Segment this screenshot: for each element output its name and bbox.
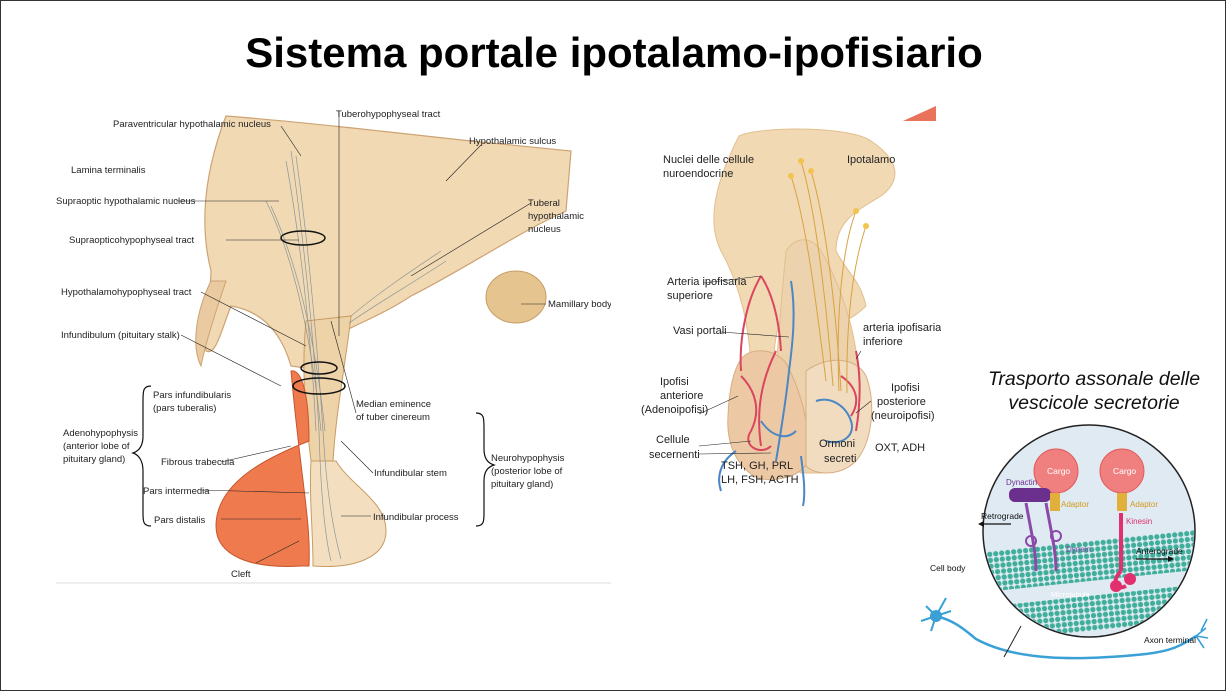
label-axon-terminal: Axon terminal [1144, 635, 1196, 645]
label-median-eminence-2: of tuber cinereum [356, 412, 430, 423]
label-nuclei-1: Nuclei delle cellule [663, 154, 754, 166]
label-ipotalamo: Ipotalamo [847, 154, 895, 166]
label-adenohypophysis-2: (anterior lobe of [63, 441, 130, 452]
label-hormones-1: TSH, GH, PRL [721, 460, 793, 472]
hypothalamus-tissue [205, 116, 571, 371]
label-mamillary: Mamillary body [548, 299, 611, 310]
label-arteria-sup-2: superiore [667, 290, 713, 302]
label-infundibular-stem: Infundibular stem [374, 468, 447, 479]
label-ipofisi-post-2: posteriore [877, 396, 926, 408]
label-adenohypophysis-3: pituitary gland) [63, 454, 125, 465]
label-infundibulum: Infundibulum (pituitary stalk) [61, 330, 180, 341]
label-cellule-1: Cellule [656, 434, 690, 446]
label-ormoni-2: secreti [824, 453, 856, 465]
label-ipofisi-post-1: Ipofisi [891, 382, 920, 394]
label-kinesin: Kinesin [1126, 517, 1152, 526]
mamillary-body [486, 271, 546, 323]
label-pars-distalis: Pars distalis [154, 515, 205, 526]
label-adaptor-left: Adaptor [1061, 500, 1089, 509]
label-paraventricular: Paraventricular hypothalamic nucleus [113, 119, 271, 130]
label-supraopticohypophyseal: Supraopticohypophyseal tract [69, 235, 195, 246]
label-vasi-portali: Vasi portali [673, 325, 727, 337]
label-adaptor-right: Adaptor [1130, 500, 1158, 509]
label-hormones-2: LH, FSH, ACTH [721, 474, 799, 486]
label-cellule-2: secernenti [649, 449, 700, 461]
axonal-transport-diagram: Cargo Cargo Dynactin Adaptor Adaptor Kin… [916, 421, 1221, 691]
label-retrograde: Retrograde [981, 511, 1024, 521]
label-adenohypophysis-1: Adenohypophysis [63, 428, 138, 439]
pituitary-anatomy-diagram: Paraventricular hypothalamic nucleus Tub… [51, 101, 611, 591]
label-nuclei-2: nuroendocrine [663, 168, 733, 180]
label-cargo-right: Cargo [1113, 466, 1136, 476]
label-fibrous-trabecula: Fibrous trabecula [161, 457, 235, 468]
label-tuberal-1: Tuberal [528, 198, 560, 209]
label-ipofisi-ant-3: (Adenoipofisi) [641, 404, 708, 416]
label-pars-infundibularis-1: Pars infundibularis [153, 390, 231, 401]
label-tuberal-3: nucleus [528, 224, 561, 235]
label-cargo-left: Cargo [1047, 466, 1070, 476]
label-lamina-terminalis: Lamina terminalis [71, 165, 146, 176]
label-arteria-sup-1: Arteria ipofisaria [667, 276, 747, 288]
label-tuberal-2: hypothalamic [528, 211, 584, 222]
portal-system-diagram: Nuclei delle cellule nuroendocrine Ipota… [611, 101, 941, 541]
label-dynactin: Dynactin [1006, 478, 1037, 487]
label-supraoptic-nucleus: Supraoptic hypothalamic nucleus [56, 196, 196, 207]
label-pars-intermedia: Pars intermedia [143, 486, 210, 497]
axonal-transport-caption: Trasporto assonale delle vescicole secre… [961, 367, 1226, 416]
label-dynein: Dynein [1066, 545, 1091, 554]
label-arteria-inf-1: arteria ipofisaria [863, 322, 941, 334]
label-arteria-inf-2: inferiore [863, 336, 903, 348]
label-neurohypophysis-1: Neurohypophysis [491, 453, 565, 464]
caption-line-1: Trasporto assonale delle [961, 367, 1226, 391]
label-cell-body: Cell body [930, 563, 966, 573]
label-microtubule: Microtubule [1051, 590, 1090, 599]
label-neurohypophysis-3: pituitary gland) [491, 479, 553, 490]
label-pars-infundibularis-2: (pars tuberalis) [153, 403, 216, 414]
label-infundibular-process: Infundibular process [373, 512, 459, 523]
label-anterograde: Anterograde [1136, 546, 1183, 556]
label-ormoni-1: Ormoni [819, 438, 855, 450]
label-tuberohypophyseal: Tuberohypophyseal tract [336, 109, 441, 120]
label-hypothalamohypophyseal: Hypothalamohypophyseal tract [61, 287, 192, 298]
label-neurohypophysis-2: (posterior lobe of [491, 466, 563, 477]
caption-line-2: vescicole secretorie [961, 391, 1226, 415]
label-median-eminence-1: Median eminence [356, 399, 431, 410]
label-hypothalamic-sulcus: Hypothalamic sulcus [469, 136, 556, 147]
label-cleft: Cleft [231, 569, 251, 580]
label-ipofisi-ant-2: anteriore [660, 390, 703, 402]
label-ipofisi-ant-1: Ipofisi [660, 376, 689, 388]
slide-title: Sistema portale ipotalamo-ipofisiario [1, 29, 1226, 77]
